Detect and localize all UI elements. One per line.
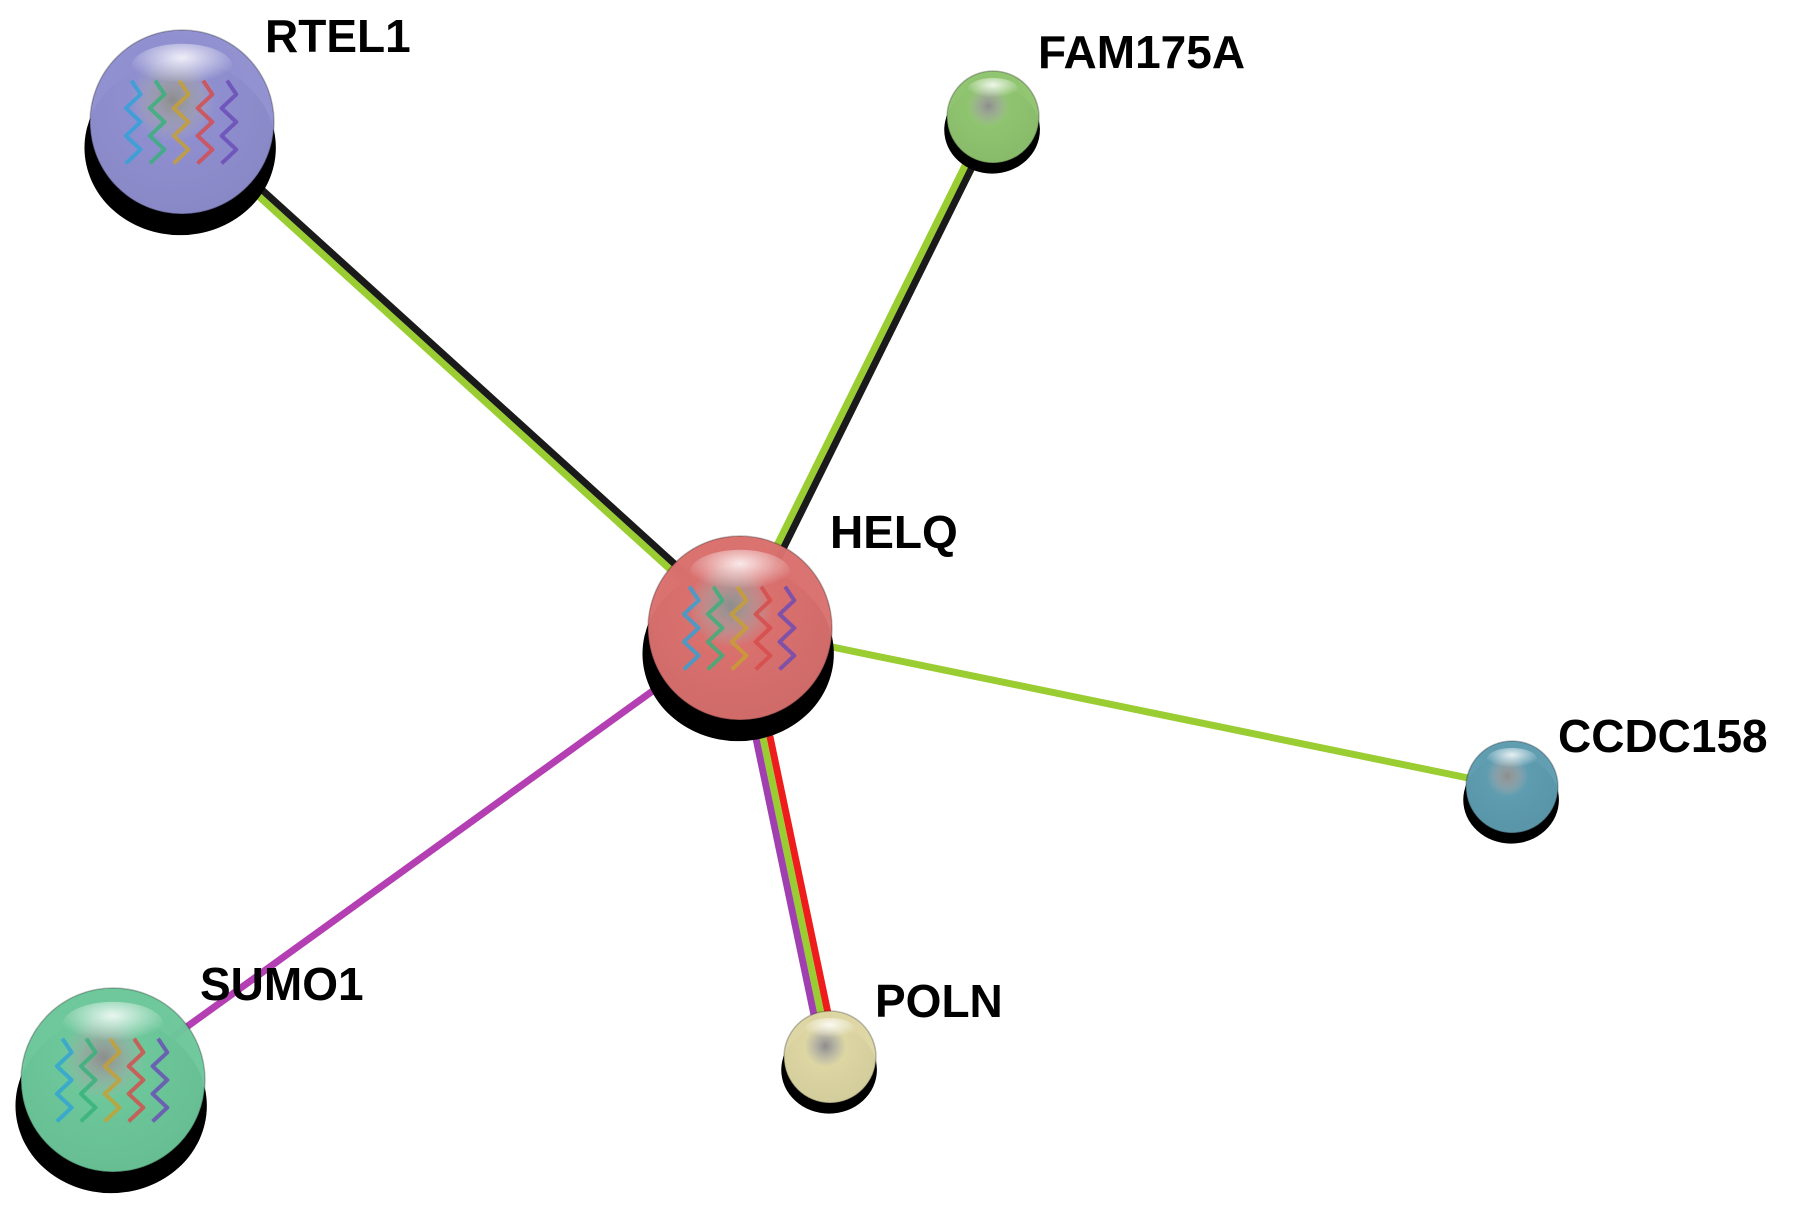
- structure-helix: [681, 585, 701, 671]
- nodes-layer: [15, 29, 1559, 1194]
- edge-helq-rtel1: [177, 116, 745, 634]
- structure-helix: [54, 1037, 74, 1123]
- node-label-sumo1: SUMO1: [200, 958, 364, 1010]
- edge-strand: [177, 122, 740, 634]
- node-ccdc158[interactable]: [1463, 740, 1559, 844]
- protein-structure-icon: [54, 1037, 170, 1123]
- node-highlight: [967, 77, 1019, 101]
- node-label-fam175a: FAM175A: [1038, 26, 1245, 78]
- structure-helix: [705, 585, 725, 671]
- structure-helix: [777, 585, 797, 671]
- node-highlight: [1486, 747, 1538, 771]
- node-label-poln: POLN: [875, 975, 1003, 1027]
- node-label-ccdc158: CCDC158: [1558, 710, 1768, 762]
- node-label-helq: HELQ: [830, 506, 958, 558]
- structure-helix: [102, 1037, 122, 1123]
- structure-helix: [78, 1037, 98, 1123]
- edge-strand: [739, 624, 1513, 791]
- structure-helix: [729, 585, 749, 671]
- edge-helq-sumo1: [110, 625, 743, 1083]
- node-highlight: [689, 549, 791, 596]
- structure-helix: [147, 79, 167, 165]
- protein-structure-icon: [123, 79, 239, 165]
- protein-structure-icon: [681, 585, 797, 671]
- edge-helq-fam175a: [733, 113, 1000, 632]
- structure-helix: [219, 79, 239, 165]
- edge-strand: [110, 625, 743, 1083]
- structure-helix: [171, 79, 191, 165]
- edge-strand: [182, 116, 745, 629]
- structure-helix: [123, 79, 143, 165]
- node-fam175a[interactable]: [944, 70, 1040, 174]
- node-rtel1[interactable]: [84, 29, 276, 236]
- structure-helix: [195, 79, 215, 165]
- node-highlight: [131, 43, 233, 90]
- structure-helix: [150, 1037, 170, 1123]
- node-helq[interactable]: [642, 535, 834, 742]
- node-label-rtel1: RTEL1: [265, 10, 411, 62]
- edge-strand: [739, 116, 1000, 632]
- node-sumo1[interactable]: [15, 987, 207, 1194]
- edge-strand: [733, 113, 994, 628]
- edge-helq-ccdc158: [739, 624, 1513, 791]
- structure-helix: [753, 585, 773, 671]
- node-poln[interactable]: [781, 1010, 877, 1114]
- node-highlight: [804, 1017, 856, 1041]
- structure-helix: [126, 1037, 146, 1123]
- node-highlight: [62, 1001, 164, 1048]
